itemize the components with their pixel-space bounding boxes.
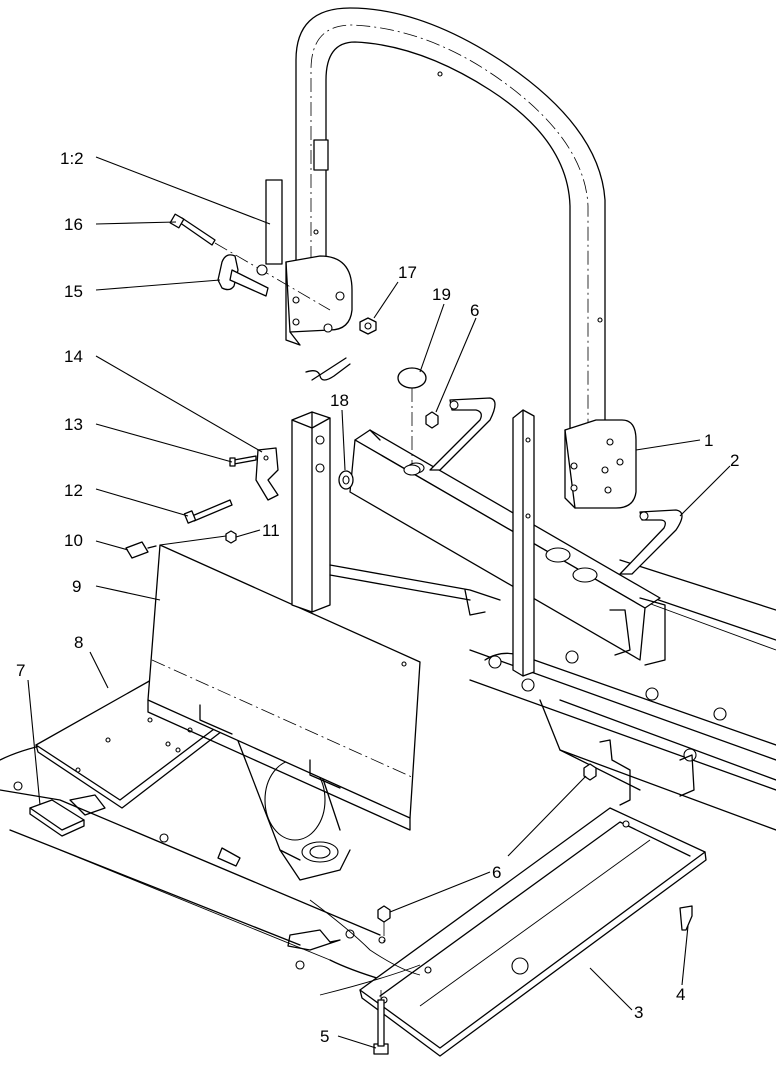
callout-2: 2 [730, 451, 739, 470]
callout-18: 18 [330, 391, 349, 410]
callout-13: 13 [64, 415, 83, 434]
cross-frame [329, 429, 666, 666]
bolt-12 [183, 499, 233, 524]
nut-6-lower [377, 763, 597, 945]
center-mount [199, 699, 351, 881]
callout-6-upper: 6 [470, 301, 479, 320]
rops-hoop-1 [285, 7, 637, 509]
bolt-16 [169, 213, 331, 311]
callout-14: 14 [64, 347, 83, 366]
bracket-link-line [159, 535, 227, 546]
callout-6-lower: 6 [492, 863, 501, 882]
callout-1-2: 1:2 [60, 149, 84, 168]
callout-9: 9 [72, 577, 81, 596]
callout-15: 15 [64, 282, 83, 301]
leader-lines [27, 156, 731, 1049]
rops-post-left [291, 411, 331, 613]
bolt-5 [373, 990, 389, 1055]
nut-6-upper [425, 411, 439, 429]
nut-11 [225, 530, 237, 544]
callout-11: 11 [262, 521, 280, 540]
callout-17: 17 [398, 263, 417, 282]
callout-1: 1 [704, 431, 713, 450]
seat-panel-9 [147, 544, 421, 831]
cap-19 [397, 367, 427, 476]
callouts: 1:2 16 15 17 19 6 14 13 18 1 2 12 10 11 … [16, 149, 739, 1046]
pin-4 [679, 905, 693, 931]
switch-10 [125, 541, 157, 559]
nut-17 [359, 317, 377, 335]
callout-19: 19 [432, 285, 451, 304]
callout-7: 7 [16, 661, 25, 680]
callout-12: 12 [64, 481, 83, 500]
bracket-7 [29, 799, 85, 837]
washer-18 [338, 470, 354, 490]
rops-post-right [512, 409, 695, 806]
screw-13 [229, 455, 257, 467]
rear-plate-3 [319, 807, 707, 1057]
callout-3: 3 [634, 1003, 643, 1022]
callout-8: 8 [74, 633, 83, 652]
latch-bracket-upper [429, 397, 496, 471]
pin-15 [217, 254, 269, 297]
callout-16: 16 [64, 215, 83, 234]
callout-4: 4 [676, 985, 685, 1004]
cable [309, 899, 421, 976]
callout-5: 5 [320, 1027, 329, 1046]
hairpin-clip [305, 357, 351, 381]
callout-10: 10 [64, 531, 83, 550]
bracket-14 [255, 447, 279, 501]
latch-bracket-2 [619, 509, 683, 575]
decal-1-2 [265, 179, 283, 265]
